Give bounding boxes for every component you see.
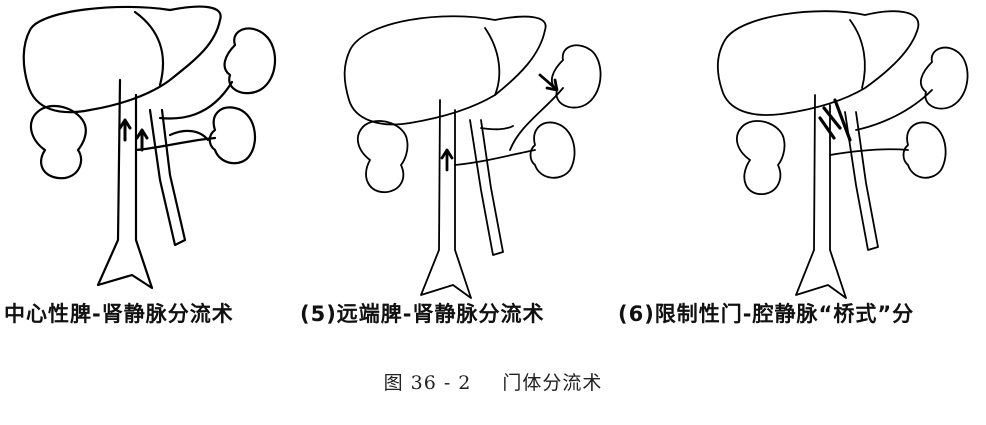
vena-cava-illustration xyxy=(420,99,504,299)
figure-panels xyxy=(10,0,986,300)
liver-illustration xyxy=(343,15,547,126)
panel-distal-splenorenal-shunt xyxy=(335,0,625,300)
figure-title: 图 36 - 2 门体分流术 xyxy=(0,368,986,395)
figure-number: 图 36 - 2 xyxy=(383,372,472,394)
right-kidney-illustration xyxy=(356,120,409,193)
caption-distal-splenorenal-shunt: (5)远端脾-肾静脉分流术 xyxy=(300,302,545,326)
right-kidney-illustration xyxy=(29,104,87,180)
caption-central-splenorenal-shunt: 中心性脾-肾静脉分流术 xyxy=(4,302,234,326)
spleen-illustration xyxy=(223,27,277,95)
figure-title-text: 门体分流术 xyxy=(502,372,603,394)
spleen-illustration xyxy=(550,44,602,109)
panel-restrictive-portacaval-bridge-shunt xyxy=(700,0,986,300)
vena-cava-illustration xyxy=(96,78,187,290)
panel-captions: 中心性脾-肾静脉分流术 (5)远端脾-肾静脉分流术 (6)限制性门-腔静脉“桥式… xyxy=(0,292,986,328)
spleen-illustration xyxy=(919,46,969,110)
liver-illustration xyxy=(716,10,920,116)
left-kidney-illustration xyxy=(529,121,576,179)
caption-restrictive-portacaval-shunt: (6)限制性门-腔静脉“桥式”分 xyxy=(618,302,915,326)
left-kidney-illustration xyxy=(208,106,257,165)
panel-central-splenorenal-shunt xyxy=(10,0,300,300)
vena-cava-illustration xyxy=(795,94,879,299)
liver-illustration xyxy=(22,5,222,114)
shunt-vessels-illustration xyxy=(454,87,564,166)
flow-arrows-illustration xyxy=(118,118,149,152)
shunt-vessels-illustration xyxy=(829,89,933,156)
right-kidney-illustration xyxy=(736,120,786,195)
bridge-graft-illustration xyxy=(818,98,852,142)
flow-arrows-illustration xyxy=(440,73,559,172)
left-kidney-illustration xyxy=(902,121,947,179)
